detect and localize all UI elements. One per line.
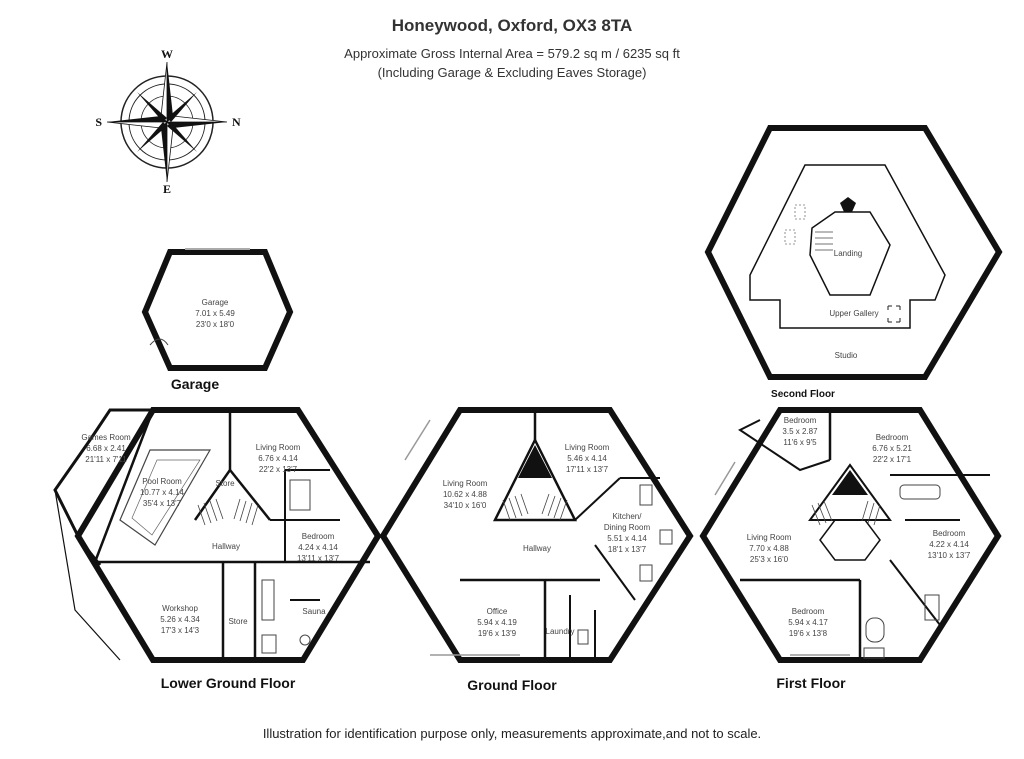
laundry-name: Laundry xyxy=(546,627,575,636)
compass-label-left: S xyxy=(95,115,102,129)
g-living-room2-name: Living Room xyxy=(565,443,610,452)
f-living-room-name: Living Room xyxy=(747,533,792,542)
ground-floor-label: Ground Floor xyxy=(467,677,557,693)
f-bedroom4-imperial: 19'6 x 13'8 xyxy=(789,629,828,638)
f-living-room-imperial: 25'3 x 16'0 xyxy=(750,555,789,564)
f-bedroom4-name: Bedroom xyxy=(792,607,825,616)
kitchen-metric: 5.51 x 4.14 xyxy=(607,534,647,543)
compass-label-top: W xyxy=(161,47,173,61)
garage-name: Garage xyxy=(202,298,229,307)
kitchen-name: Kitchen/ xyxy=(613,512,643,521)
office-metric: 5.94 x 4.19 xyxy=(477,618,517,627)
lg-bedroom-imperial: 13'11 x 13'7 xyxy=(297,554,340,563)
lg-living-room-metric: 6.76 x 4.14 xyxy=(258,454,298,463)
lower-ground-floor-plan xyxy=(53,407,382,663)
lg-store2-name: Store xyxy=(228,617,248,626)
f-bedroom1-metric: 3.5 x 2.87 xyxy=(782,427,818,436)
compass-label-bottom: E xyxy=(163,182,171,196)
pool-room-name: Pool Room xyxy=(142,477,182,486)
pool-room-metric: 10.77 x 4.14 xyxy=(140,488,185,497)
area-note: (Including Garage & Excluding Eaves Stor… xyxy=(377,65,647,80)
lg-hallway-name: Hallway xyxy=(212,542,240,551)
lg-bedroom-metric: 4.24 x 4.14 xyxy=(298,543,338,552)
lower-ground-floor-label: Lower Ground Floor xyxy=(161,675,296,691)
games-room-name: Games Room xyxy=(81,433,131,442)
lg-living-room-name: Living Room xyxy=(256,443,301,452)
f-bedroom1-imperial: 11'6 x 9'5 xyxy=(783,438,817,447)
workshop-imperial: 17'3 x 14'3 xyxy=(161,626,200,635)
g-living-room2-imperial: 17'11 x 13'7 xyxy=(566,465,609,474)
gross-area: Approximate Gross Internal Area = 579.2 … xyxy=(344,46,680,61)
ground-floor-plan xyxy=(379,407,694,663)
upper-gallery-name: Upper Gallery xyxy=(829,309,878,318)
lg-living-room-imperial: 22'2 x 13'7 xyxy=(259,465,298,474)
landing-name: Landing xyxy=(834,249,862,258)
g-living-room2-metric: 5.46 x 4.14 xyxy=(567,454,607,463)
office-imperial: 19'6 x 13'9 xyxy=(478,629,517,638)
f-bedroom4-metric: 5.94 x 4.17 xyxy=(788,618,828,627)
g-hallway-name: Hallway xyxy=(523,544,551,553)
compass-rose-icon xyxy=(106,61,228,183)
kitchen-name2: Dining Room xyxy=(604,523,651,532)
garage-imperial: 23'0 x 18'0 xyxy=(196,320,235,329)
workshop-metric: 5.26 x 4.34 xyxy=(160,615,200,624)
f-bedroom3-metric: 4.22 x 4.14 xyxy=(929,540,969,549)
sauna-name: Sauna xyxy=(302,607,326,616)
games-room-imperial: 21'11 x 7'11 xyxy=(85,455,127,464)
f-bedroom1-name: Bedroom xyxy=(784,416,817,425)
f-living-room-metric: 7.70 x 4.88 xyxy=(749,544,789,553)
f-bedroom3-name: Bedroom xyxy=(933,529,966,538)
second-floor-label: Second Floor xyxy=(771,389,835,400)
garage-plan xyxy=(141,248,294,371)
first-floor-label: First Floor xyxy=(776,675,846,691)
second-floor-plan xyxy=(704,125,1003,380)
plan-title: Honeywood, Oxford, OX3 8TA xyxy=(391,16,633,35)
g-living-room1-metric: 10.62 x 4.88 xyxy=(443,490,488,499)
disclaimer: Illustration for identification purpose … xyxy=(262,726,762,741)
g-living-room1-name: Living Room xyxy=(443,479,488,488)
garage-metric: 7.01 x 5.49 xyxy=(195,309,235,318)
f-bedroom2-name: Bedroom xyxy=(876,433,909,442)
studio-name: Studio xyxy=(835,351,858,360)
kitchen-imperial: 18'1 x 13'7 xyxy=(608,545,647,554)
office-name: Office xyxy=(487,607,508,616)
lg-store-name: Store xyxy=(215,479,235,488)
f-bedroom2-metric: 6.76 x 5.21 xyxy=(872,444,912,453)
pool-room-imperial: 35'4 x 13'7 xyxy=(143,499,182,508)
f-bedroom2-imperial: 22'2 x 17'1 xyxy=(873,455,912,464)
f-bedroom3-imperial: 13'10 x 13'7 xyxy=(928,551,971,560)
workshop-name: Workshop xyxy=(162,604,198,613)
games-room-metric: 6.68 x 2.41 xyxy=(86,444,126,453)
compass-label-right: N xyxy=(232,115,241,129)
first-floor-plan xyxy=(699,407,1002,663)
g-living-room1-imperial: 34'10 x 16'0 xyxy=(444,501,487,510)
garage-floor-label: Garage xyxy=(171,376,219,392)
lg-bedroom-name: Bedroom xyxy=(302,532,335,541)
